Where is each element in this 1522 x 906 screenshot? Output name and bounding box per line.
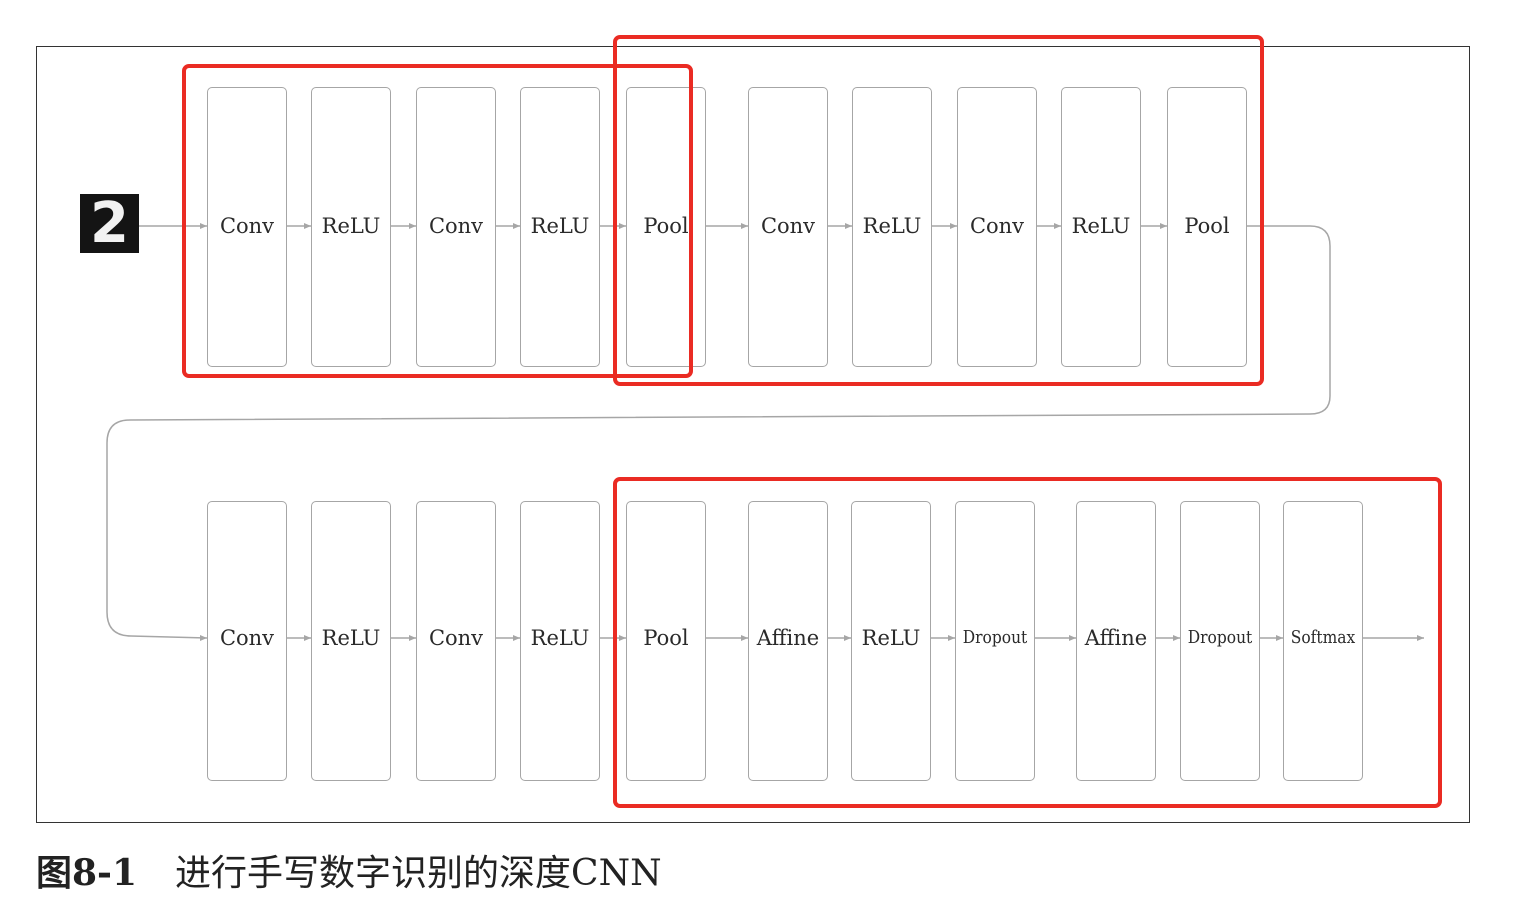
arrowhead [741, 635, 748, 641]
arrowhead [200, 223, 207, 229]
arrowhead [948, 635, 955, 641]
layer-label-conv: Conv [968, 214, 1026, 238]
arrowhead [619, 223, 626, 229]
layer-label-pool: Pool [642, 214, 690, 238]
arrowhead [950, 223, 957, 229]
arrowhead [513, 223, 520, 229]
layer-label-relu: ReLU [861, 214, 923, 238]
arrowhead [1417, 635, 1424, 641]
arrowhead [1160, 223, 1167, 229]
arrowhead [741, 223, 748, 229]
row-wrap-connector [106, 225, 1331, 639]
arrowhead [845, 223, 852, 229]
highlight-group-c [613, 477, 1442, 808]
layer-label-dropout: Dropout [1186, 626, 1254, 650]
arrowhead [1069, 635, 1076, 641]
layer-label-affine: Affine [755, 626, 821, 650]
arrowhead [513, 635, 520, 641]
highlight-group-a [182, 64, 693, 378]
layer-label-conv: Conv [218, 626, 276, 650]
caption-text: 进行手写数字识别的深度CNN [175, 853, 662, 894]
layer-label-conv: Conv [427, 214, 485, 238]
layer-label-conv: Conv [759, 214, 817, 238]
arrowhead [619, 635, 626, 641]
arrowhead [304, 223, 311, 229]
layer-label-softmax: Softmax [1289, 626, 1357, 650]
layer-label-relu: ReLU [529, 626, 591, 650]
layer-label-dropout: Dropout [961, 626, 1029, 650]
layer-label-affine: Affine [1083, 626, 1149, 650]
layer-label-relu: ReLU [320, 626, 382, 650]
diagram-frame [36, 46, 1470, 823]
arrowhead [1173, 635, 1180, 641]
highlight-group-b [613, 35, 1264, 386]
arrowhead [409, 223, 416, 229]
layer-label-conv: Conv [427, 626, 485, 650]
arrowhead [1054, 223, 1061, 229]
input-digit-image: 2 [80, 194, 139, 253]
figure-caption: 图8-1 进行手写数字识别的深度CNN [36, 844, 662, 896]
layer-label-relu: ReLU [320, 214, 382, 238]
layer-label-pool: Pool [1183, 214, 1231, 238]
arrowhead [1276, 635, 1283, 641]
layer-label-relu: ReLU [860, 626, 922, 650]
layer-label-pool: Pool [642, 626, 690, 650]
layer-box-pool [1167, 87, 1247, 367]
layer-label-conv: Conv [218, 214, 276, 238]
caption-figure-number: 图8-1 [36, 852, 138, 894]
arrowhead [844, 635, 851, 641]
layer-label-relu: ReLU [1070, 214, 1132, 238]
layer-label-relu: ReLU [529, 214, 591, 238]
arrowhead [409, 635, 416, 641]
arrowhead [304, 635, 311, 641]
